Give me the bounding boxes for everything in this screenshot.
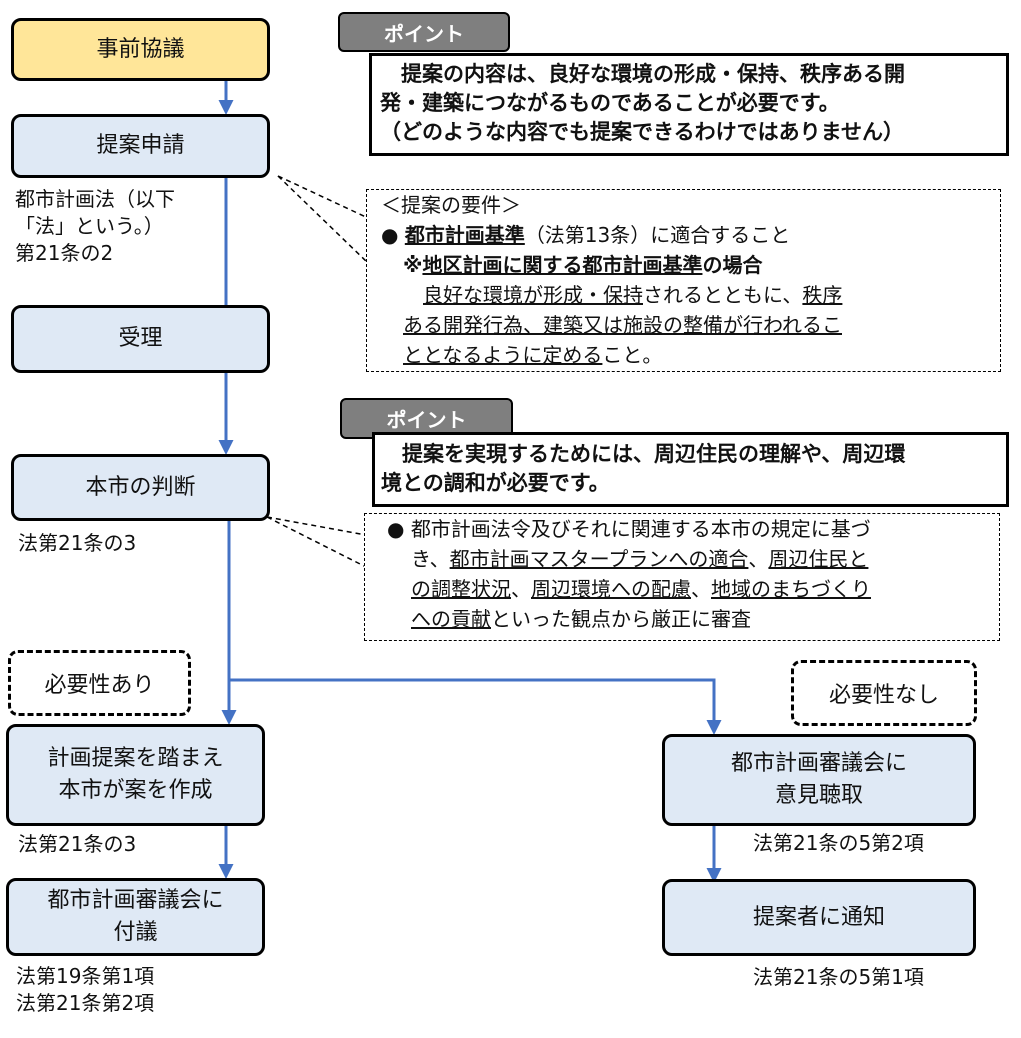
hear-council-box: 都市計画審議会に 意見聴取 [662, 734, 976, 826]
callout-line-judge-top [266, 516, 367, 536]
criteria-line: への貢献といった観点から厳正に審査 [387, 604, 991, 634]
application-law-ref-line: 「法」という。） [15, 214, 164, 238]
urban-planning-standard: 都市計画基準 [404, 223, 525, 247]
acceptance-box: 受理 [11, 305, 270, 373]
point2-line: 提案を実現するためには、周辺住民の理解や、周辺環 [381, 442, 906, 466]
refer-council-law-ref: 法第19条第1項 法第21条第2項 [16, 963, 154, 1017]
criteria-text: 、 [691, 577, 711, 601]
criteria-master-plan: 都市計画マスタープランへの適合 [449, 547, 749, 571]
point1-line: 提案の内容は、良好な環境の形成・保持、秩序ある開 [380, 62, 905, 86]
body-indent [403, 283, 423, 307]
body-good-environment: 良好な環境が形成・保持 [423, 283, 643, 307]
city-judgment-box: 本市の判断 [11, 454, 270, 521]
bullet-icon: ● [381, 223, 399, 247]
acceptance-label: 受理 [118, 326, 163, 351]
criteria-line: き、都市計画マスタープランへの適合、周辺住民と [387, 544, 991, 574]
criteria-environment: 周辺環境への配慮 [531, 577, 691, 601]
callout-line-judge-bottom [266, 516, 367, 568]
standard-reference: （法第13条）に適合すること [524, 223, 791, 247]
create-plan-label-line: 本市が案を作成 [58, 778, 213, 803]
requirements-callout: ＜提案の要件＞ ● 都市計画基準（法第13条）に適合すること ※地区計画に関する… [366, 189, 1001, 372]
refer-council-law-ref-line: 法第21条第2項 [16, 991, 155, 1015]
criteria-text: といった観点から厳正に審査 [491, 607, 751, 631]
application-law-ref-line: 都市計画法（以下 [15, 187, 175, 211]
body-orderly: 秩序 [802, 283, 843, 307]
body-defined: ととなるように定める [403, 343, 603, 367]
point2-line: 境との調和が必要です。 [381, 471, 610, 495]
requirements-standard-line: ● 都市計画基準（法第13条）に適合すること [381, 220, 990, 250]
criteria-community: 地域のまちづくり [711, 577, 871, 601]
create-plan-box: 計画提案を踏まえ 本市が案を作成 [6, 724, 265, 826]
body-end: こと。 [602, 343, 663, 367]
criteria-residents: 周辺住民と [768, 547, 869, 571]
district-plan-line: ※地区計画に関する都市計画基準の場合 [381, 250, 990, 280]
point1-tag: ポイント [338, 12, 510, 52]
notify-proposer-box: 提案者に通知 [662, 879, 976, 956]
criteria-line: ● 都市計画法令及びそれに関連する本市の規定に基づ [387, 514, 991, 544]
judgment-criteria-callout: ● 都市計画法令及びそれに関連する本市の規定に基づ き、都市計画マスタープランへ… [364, 513, 1000, 641]
criteria-coordination: の調整状況 [411, 577, 511, 601]
create-plan-label-line: 計画提案を踏まえ [47, 746, 224, 771]
point2-box: 提案を実現するためには、周辺住民の理解や、周辺環 境との調和が必要です。 [372, 432, 1009, 507]
criteria-text: 、 [748, 547, 769, 571]
hear-council-label-line: 意見聴取 [774, 783, 863, 808]
hear-council-law-ref: 法第21条の5第2項 [753, 831, 924, 855]
point1-line: 発・建築につながるものであることが必要です。 [380, 91, 840, 115]
necessary-label-box: 必要性あり [8, 650, 191, 716]
note-mark: ※ [403, 253, 423, 277]
district-plan-standard: 地区計画に関する都市計画基準 [422, 253, 703, 277]
proposal-application-box: 提案申請 [11, 114, 270, 178]
body-text: されるとともに、 [643, 283, 803, 307]
refer-council-label-line: 付議 [113, 920, 158, 945]
point2-tag-label: ポイント [386, 408, 467, 432]
create-plan-law-ref: 法第21条の3 [18, 832, 137, 856]
district-body-line: 良好な環境が形成・保持されるとともに、秩序 [381, 280, 990, 310]
point1-line: （どのような内容でも提案できるわけではありません） [380, 120, 904, 144]
necessary-label: 必要性あり [44, 673, 155, 698]
criteria-text: 、 [511, 577, 531, 601]
pre-consultation-label: 事前協議 [96, 36, 185, 62]
judgment-law-ref: 法第21条の3 [18, 531, 137, 555]
criteria-contribution: への貢献 [411, 607, 491, 631]
bullet-icon: ● [387, 517, 405, 541]
callout-line-req-bottom [277, 175, 369, 264]
not-necessary-label: 必要性なし [828, 683, 939, 708]
not-necessary-label-box: 必要性なし [791, 660, 977, 726]
refer-council-law-ref-line: 法第19条第1項 [16, 964, 155, 988]
notify-law-ref: 法第21条の5第1項 [753, 965, 924, 989]
district-plan-suffix: の場合 [702, 253, 763, 277]
criteria-line: の調整状況、周辺環境への配慮、地域のまちづくり [387, 574, 991, 604]
refer-council-box: 都市計画審議会に 付議 [6, 878, 265, 956]
refer-council-label-line: 都市計画審議会に [47, 888, 224, 913]
city-judgment-label: 本市の判断 [85, 474, 196, 500]
point1-tag-label: ポイント [384, 21, 464, 46]
hear-council-label-line: 都市計画審議会に [730, 751, 907, 776]
criteria-text: 都市計画法令及びそれに関連する本市の規定に基づ [410, 517, 871, 541]
body-development: ある開発行為、建築又は施設の整備が行われるこ [403, 313, 842, 337]
proposal-application-label: 提案申請 [96, 133, 185, 158]
application-law-ref: 都市計画法（以下 「法」という。） 第21条の2 [15, 186, 175, 267]
criteria-text: き、 [411, 547, 450, 571]
point1-box: 提案の内容は、良好な環境の形成・保持、秩序ある開 発・建築につながるものであるこ… [369, 53, 1009, 156]
arrow-branch-to-hearing [229, 678, 722, 735]
notify-proposer-label: 提案者に通知 [752, 904, 885, 930]
district-body-line: ととなるように定めること。 [381, 340, 990, 370]
application-law-ref-line: 第21条の2 [15, 241, 114, 265]
district-body-line: ある開発行為、建築又は施設の整備が行われるこ [381, 310, 990, 340]
pre-consultation-box: 事前協議 [11, 18, 270, 81]
requirements-title: ＜提案の要件＞ [381, 193, 521, 217]
callout-line-req-top [277, 175, 369, 219]
